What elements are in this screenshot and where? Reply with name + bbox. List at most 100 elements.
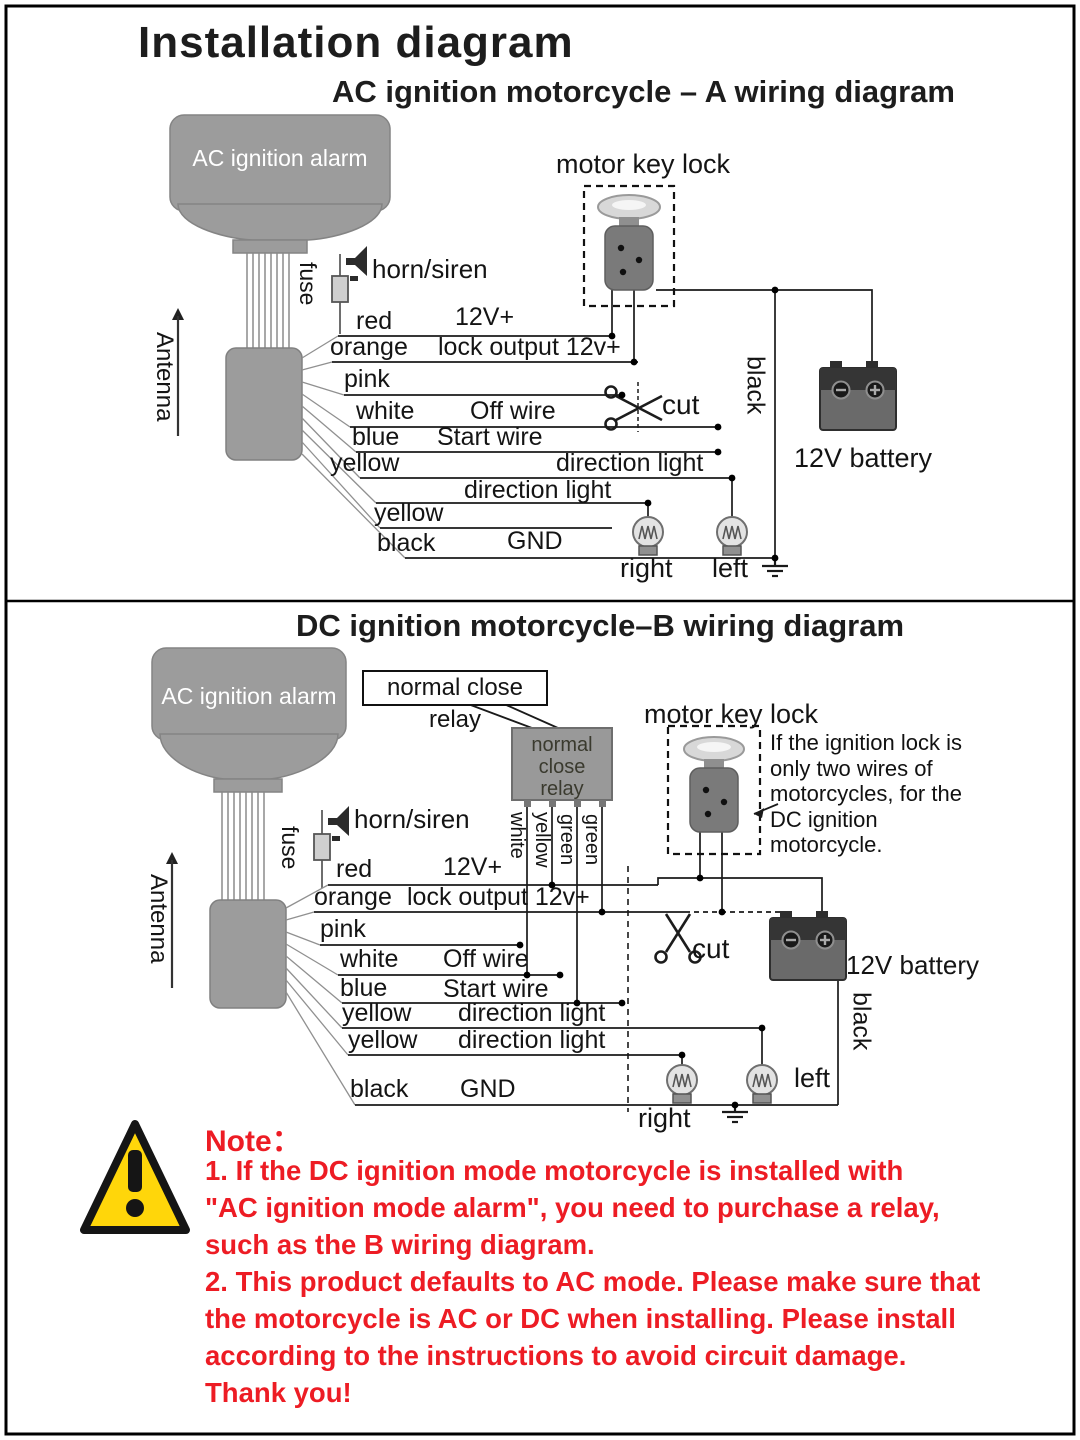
note-line: 2. This product defaults to AC mode. Ple… (205, 1266, 981, 1297)
wire-bundle-b (221, 792, 265, 900)
wire-color-label: yellow (348, 1026, 418, 1054)
junction-dots-a (608, 286, 779, 562)
wire-color-label: yellow (330, 449, 400, 477)
motor-key-lock-b-icon (666, 724, 762, 856)
bulb-left-a-label: left (712, 553, 749, 583)
battery-b-label: 12V battery (846, 950, 979, 980)
cut-b-label: cut (692, 933, 730, 964)
fuse-a-label: fuse (295, 262, 322, 306)
horn-b-icon (328, 806, 349, 841)
bulb-left-b-icon (746, 1064, 778, 1104)
relay-box-text: normal close relay (512, 734, 612, 800)
antenna-b-label: Antenna (145, 874, 173, 964)
alarm-unit-a (169, 114, 391, 254)
section-a-title: AC ignition motorcycle – A wiring diagra… (332, 74, 955, 109)
relay-wire-label: white (506, 812, 528, 859)
wire-color-label: white (356, 397, 415, 425)
wire-desc-label: GND (460, 1075, 516, 1103)
junction-dots-b (516, 874, 766, 1109)
control-unit-a (225, 347, 303, 461)
wire-desc-label: lock output 12v+ (438, 333, 621, 361)
alarm-unit-b (151, 647, 347, 793)
wire-color-label: pink (344, 365, 390, 393)
wire-color-label: yellow (342, 999, 412, 1027)
wire-desc-label: Start wire (443, 975, 549, 1003)
fuse-b-icon (313, 810, 331, 888)
relay-box-icon (511, 727, 613, 807)
wire-color-label: red (356, 307, 393, 335)
horn-a-icon (346, 246, 367, 281)
bulb-right-b-label: right (638, 1103, 691, 1133)
fuse-a-icon (331, 254, 349, 334)
wire-desc-label: GND (507, 527, 563, 555)
note-line: Thank you! (205, 1377, 352, 1408)
wire-color-label: orange (330, 333, 408, 361)
motor-key-lock-b-label: motor key lock (644, 699, 819, 729)
black-wire-a-label: black (741, 356, 770, 415)
warning-triangle-icon (80, 1120, 190, 1234)
bulb-right-a-icon (632, 516, 664, 556)
note-line: "AC ignition mode alarm", you need to pu… (205, 1192, 940, 1223)
battery-a-icon (819, 361, 897, 431)
wire-lines-b (314, 703, 839, 1112)
note-line: such as the B wiring diagram. (205, 1229, 595, 1260)
wire-color-label: yellow (374, 499, 444, 527)
wire-desc-label: 12V+ (455, 303, 515, 331)
wire-color-label: white (340, 945, 399, 973)
motor-key-lock-a-label: motor key lock (556, 149, 731, 179)
wire-color-label: blue (352, 423, 400, 451)
horn-siren-b-label: horn/siren (354, 804, 470, 834)
wire-color-label: orange (314, 883, 392, 911)
black-wire-b-label: black (847, 992, 876, 1051)
alarm-unit-b-label: AC ignition alarm (161, 683, 337, 709)
fan-lines-a (301, 335, 406, 559)
wire-desc-label: direction light (464, 476, 612, 504)
wire-color-label: red (336, 855, 373, 883)
wire-color-label: pink (320, 915, 366, 943)
fuse-b-label: fuse (277, 826, 304, 870)
wire-desc-label: Off wire (470, 397, 556, 425)
wire-desc-label: lock output 12v+ (407, 883, 590, 911)
alarm-unit-a-label: AC ignition alarm (192, 145, 368, 171)
page-title: Installation diagram (138, 18, 574, 67)
wire-desc-label: direction light (556, 449, 704, 477)
relay-wire-label: yellow (531, 812, 553, 868)
antenna-a-label: Antenna (151, 332, 179, 422)
wire-desc-label: Start wire (437, 423, 543, 451)
note-line: 1. If the DC ignition mode motorcycle is… (205, 1155, 904, 1186)
bulb-right-a-label: right (620, 553, 673, 583)
bulb-left-b-label: left (794, 1063, 831, 1093)
control-unit-b (209, 899, 287, 1009)
wire-desc-label: 12V+ (443, 853, 503, 881)
bulb-right-b-icon (666, 1064, 698, 1104)
wire-color-label: black (350, 1075, 409, 1103)
antenna-a-icon (172, 308, 184, 436)
relay-callout-label: normal close relay (362, 670, 548, 733)
wire-desc-label: direction light (458, 999, 606, 1027)
bulb-left-a-icon (716, 516, 748, 556)
wire-color-label: black (377, 529, 436, 557)
horn-siren-a-label: horn/siren (372, 254, 488, 284)
key-lock-note: If the ignition lock is only two wires o… (770, 730, 962, 858)
battery-a-label: 12V battery (793, 443, 933, 473)
fan-lines-b (285, 884, 356, 1106)
wire-bundle-a (246, 253, 290, 350)
antenna-b-icon (166, 852, 178, 988)
relay-wire-label: green (556, 814, 578, 866)
relay-box-line: relay (540, 778, 584, 800)
key-note-arrow (753, 803, 779, 818)
cut-a-label: cut (662, 389, 700, 420)
battery-b-icon (769, 911, 847, 981)
section-b-title: DC ignition motorcycle–B wiring diagram (296, 608, 905, 643)
wire-color-label: blue (340, 974, 388, 1002)
relay-box-line: normal (531, 734, 593, 756)
relay-wire-label: green (581, 814, 603, 866)
wire-desc-label: Off wire (443, 945, 529, 973)
page-border (4, 4, 1076, 1436)
relay-box-line: close (538, 756, 586, 778)
scissors-b-icon (654, 913, 702, 964)
note-line: according to the instructions to avoid c… (205, 1340, 907, 1371)
motor-key-lock-a-icon (582, 184, 676, 308)
wire-lines-a (332, 289, 873, 559)
